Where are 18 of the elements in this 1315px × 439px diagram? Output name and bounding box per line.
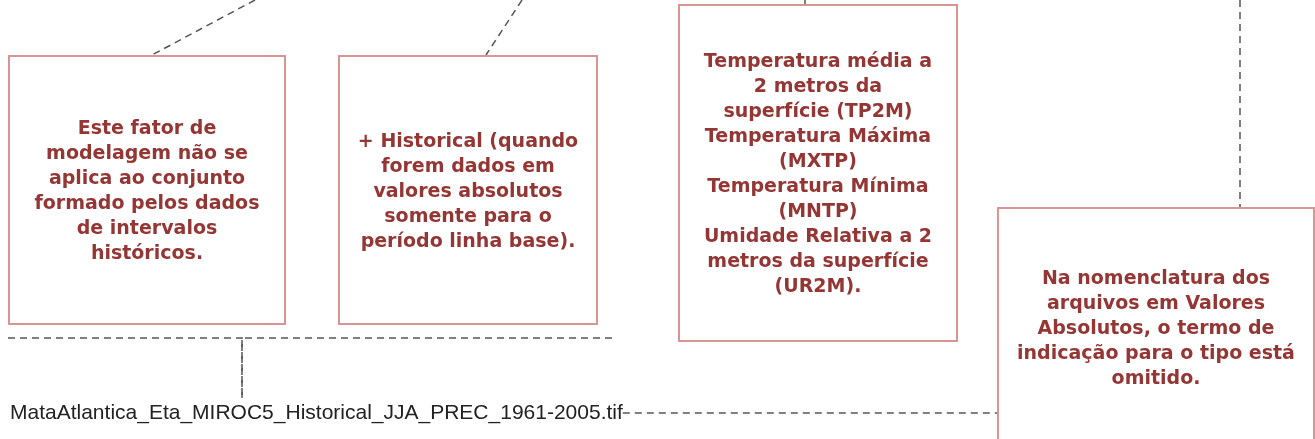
note-text: Este fator de modelagem não se aplica ao conjunto formado pelos dados de intervalos históricos. xyxy=(33,115,261,265)
note-box xyxy=(997,207,1315,439)
note-text: Na nomenclatura dos arquivos em Valores Absolutos, o termo de indicação para o tipo está omitido. xyxy=(1016,264,1296,390)
note-text: Temperatura Mínima (MNTP) xyxy=(706,173,930,223)
dashed-connector xyxy=(1239,0,1241,208)
connector-line xyxy=(804,0,806,5)
note-text: + Historical (quando forem dados em valores absolutos somente para o período linha base). xyxy=(356,127,580,253)
note-box xyxy=(338,55,598,325)
dashed-connector xyxy=(622,412,998,414)
note-text: Umidade Relativa a 2 metros da superfície (UR2M). xyxy=(702,223,934,298)
note-text: Temperatura média a 2 metros da superfície (TP2M) xyxy=(702,48,934,123)
note-text: Temperatura Máxima (MXTP) xyxy=(703,123,933,173)
dashed-connector xyxy=(151,0,256,56)
note-box xyxy=(8,55,286,325)
note-box xyxy=(678,4,958,342)
dashed-connector xyxy=(485,0,523,56)
file-name: MataAtlantica_Eta_MIROC5_Historical_JJA_PREC_1961-2005.tif xyxy=(10,399,623,425)
dashed-connector xyxy=(7,337,243,399)
